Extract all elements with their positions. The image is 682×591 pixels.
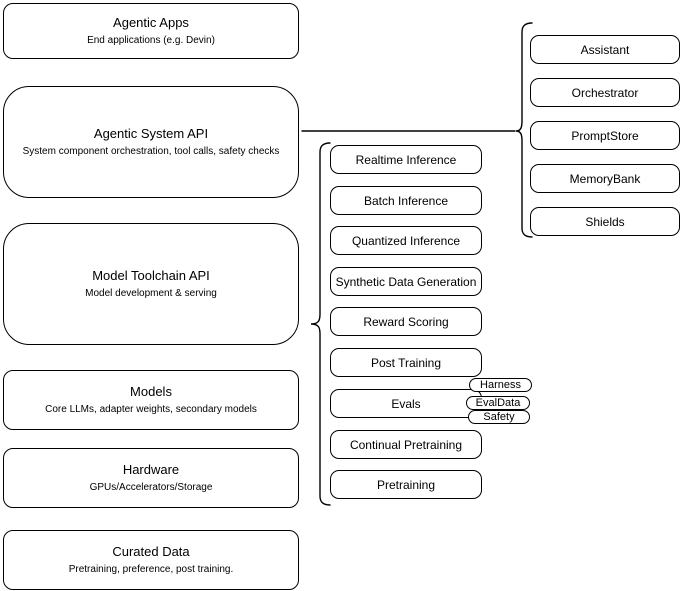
node-title: Curated Data bbox=[112, 544, 190, 560]
node-evals: Evals bbox=[330, 389, 482, 418]
node-subtitle: System component orchestration, tool cal… bbox=[22, 145, 280, 157]
node-title: Agentic Apps bbox=[113, 15, 189, 31]
evals-tag-evaldata: EvalData bbox=[466, 396, 530, 410]
node-batch-inference: Batch Inference bbox=[330, 186, 482, 215]
node-subtitle: Model development & serving bbox=[85, 287, 217, 299]
node-subtitle: End applications (e.g. Devin) bbox=[87, 34, 215, 46]
node-subtitle: GPUs/Accelerators/Storage bbox=[89, 481, 213, 493]
node-agentic-apps: Agentic Apps End applications (e.g. Devi… bbox=[3, 3, 299, 59]
node-model-toolchain-api: Model Toolchain API Model development & … bbox=[3, 223, 299, 345]
node-pretraining: Pretraining bbox=[330, 470, 482, 499]
toolchain-services-brace bbox=[310, 142, 331, 506]
node-title: Hardware bbox=[122, 462, 180, 478]
node-orchestrator: Orchestrator bbox=[530, 78, 680, 107]
node-reward-scoring: Reward Scoring bbox=[330, 307, 482, 336]
node-title: Models bbox=[130, 384, 172, 400]
node-continual-pretraining: Continual Pretraining bbox=[330, 430, 482, 459]
node-title: Model Toolchain API bbox=[92, 268, 210, 284]
node-synthetic-data-generation: Synthetic Data Generation bbox=[330, 267, 482, 296]
node-quantized-inference: Quantized Inference bbox=[330, 226, 482, 255]
node-models: Models Core LLMs, adapter weights, secon… bbox=[3, 370, 299, 430]
node-assistant: Assistant bbox=[530, 35, 680, 64]
node-shields: Shields bbox=[530, 207, 680, 236]
node-title: Agentic System API bbox=[93, 126, 209, 142]
node-curated-data: Curated Data Pretraining, preference, po… bbox=[3, 530, 299, 590]
node-realtime-inference: Realtime Inference bbox=[330, 145, 482, 174]
node-subtitle: Pretraining, preference, post training. bbox=[68, 563, 234, 575]
node-memorybank: MemoryBank bbox=[530, 164, 680, 193]
node-hardware: Hardware GPUs/Accelerators/Storage bbox=[3, 448, 299, 508]
node-agentic-system-api: Agentic System API System component orch… bbox=[3, 86, 299, 198]
node-promptstore: PromptStore bbox=[530, 121, 680, 150]
node-subtitle: Core LLMs, adapter weights, secondary mo… bbox=[45, 403, 257, 415]
node-post-training: Post Training bbox=[330, 348, 482, 377]
evals-tag-safety: Safety bbox=[468, 410, 530, 424]
evals-tag-harness: Harness bbox=[469, 378, 532, 392]
